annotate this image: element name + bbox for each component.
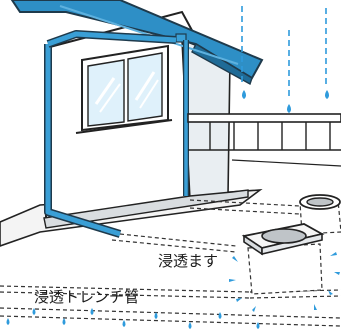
infiltration-basin-rear (299, 194, 341, 235)
label-infiltration-trench: 浸透トレンチ管 (34, 288, 139, 306)
splash-icon (229, 252, 340, 312)
house (0, 0, 264, 247)
rain-streaks (241, 6, 327, 100)
raindrop-icon (242, 90, 329, 113)
house-foundation (43, 189, 249, 229)
fence (187, 113, 341, 167)
ground-water-drops (6, 308, 260, 329)
downspout (44, 30, 189, 238)
window (75, 44, 173, 134)
infiltration-basin-front (241, 223, 325, 295)
label-infiltration-basin: 浸透ます (158, 252, 218, 270)
